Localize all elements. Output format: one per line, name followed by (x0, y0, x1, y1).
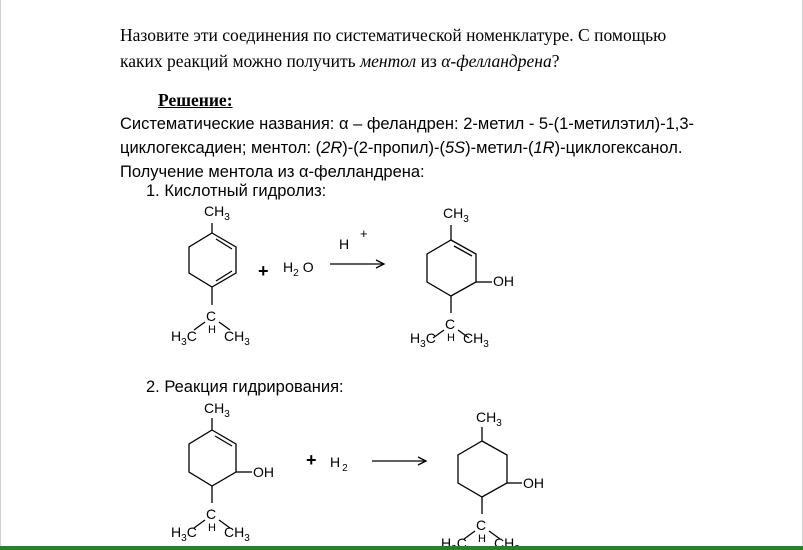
product1-structure (426, 225, 492, 339)
question-line2: каких реакций можно получить ментол из α… (120, 48, 745, 74)
p1-c-label: C (445, 316, 455, 332)
names-line2-mid2: )-метил-( (465, 139, 534, 157)
p1-oh: OH (493, 273, 514, 289)
question-line2-start: каких реакций можно получить (120, 51, 360, 71)
p1-h3c-label: H3C (410, 330, 436, 350)
question-text: Назовите эти соединения по систематическ… (120, 22, 745, 74)
names-paragraph: Систематические названия: α – феландрен:… (120, 112, 760, 184)
p1-h-label: H (447, 332, 455, 344)
step2-label: 2. Реакция гидрирования: (146, 378, 344, 396)
names-line2-mid1: )-(2-пропил)-( (342, 139, 445, 157)
r1-ch3-right: CH3 (224, 328, 250, 348)
r1-h-label: H (208, 324, 216, 336)
names-line1: Систематические названия: α – феландрен:… (120, 115, 695, 133)
r1-h3c-label: H3C (171, 328, 197, 348)
r2-ch3-top: CH3 (204, 400, 230, 420)
r1-ch3-top: CH3 (204, 203, 230, 223)
alpha-phellandrene-word: α-фелландрена (441, 51, 552, 71)
m-h-label: H (478, 533, 486, 545)
obtain-line: Получение ментола из α-фелландрена: (120, 163, 425, 181)
config-5s: 5S (444, 139, 466, 157)
catalyst-charge: + (360, 226, 368, 241)
names-line2-end: )-циклогексанол. (554, 139, 683, 157)
reaction2-arrow (372, 456, 428, 466)
r2-plus: + (306, 450, 317, 470)
r1-plus: + (258, 261, 269, 281)
catalyst-h: H (339, 236, 349, 252)
r2-oh: OH (253, 464, 274, 480)
m-c-label: C (476, 517, 486, 533)
menthol-structure (457, 427, 522, 540)
solution-heading: Решение: (158, 90, 233, 110)
m-oh: OH (523, 475, 544, 491)
r2-h3c-label: H3C (171, 524, 197, 544)
names-line2-start: циклогексадиен; ментол: ( (120, 139, 322, 157)
p1-ch3-top: CH3 (443, 205, 469, 225)
m-ch3-top: CH3 (476, 409, 502, 429)
phellandrene-structure (188, 223, 237, 331)
step1-label: 1. Кислотный гидролиз: (146, 182, 327, 200)
p1-ch3-right: CH3 (463, 330, 489, 350)
r2-ch3-right: CH3 (224, 524, 250, 544)
question-line2-mid: из (416, 51, 442, 71)
question-line1: Назовите эти соединения по систематическ… (120, 25, 667, 45)
question-mark: ? (551, 51, 560, 71)
config-1r: 1R (533, 139, 555, 157)
names-line2: циклогексадиен; ментол: (2R)-(2-пропил)-… (120, 136, 760, 160)
r2-c-label: C (206, 506, 216, 522)
r1-c-label: C (206, 308, 216, 324)
config-2r: 2R (321, 139, 343, 157)
menthol-word: ментол (359, 51, 417, 71)
reactant2-structure (188, 418, 252, 529)
r2-h-label: H (208, 522, 216, 534)
bottom-green-bar (0, 546, 803, 550)
reaction1-arrow (330, 259, 386, 269)
